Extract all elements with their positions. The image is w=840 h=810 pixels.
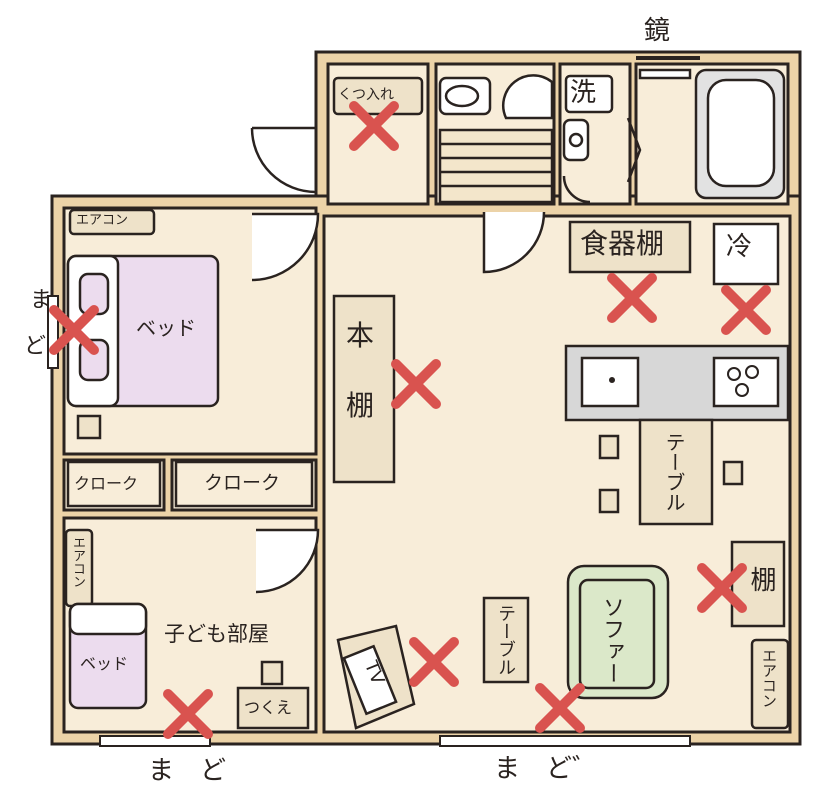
toilet [438, 74, 554, 120]
cross-mark-living-window [535, 683, 585, 733]
stove-burners [727, 365, 759, 397]
aircon-label-3: エアコン [760, 648, 778, 708]
chair-1 [598, 434, 620, 460]
window-label-bottom-1: ま ど [148, 756, 227, 786]
cross-mark-dish-shelf [607, 273, 657, 323]
living-table [482, 596, 530, 684]
living-table-label: テーブル [495, 604, 516, 676]
fridge [712, 222, 780, 286]
desk [236, 686, 310, 730]
window-label-left-2: ど [24, 334, 47, 359]
cross-mark-bookshelf [391, 359, 441, 409]
fridge-label: 冷 [726, 232, 753, 262]
sofa-label: ソファー [599, 596, 624, 684]
dining-table-label: テーブル [662, 432, 686, 512]
windows [47, 295, 691, 747]
closet-floor-2 [170, 458, 318, 512]
cross-mark-tv [409, 637, 459, 687]
dish-shelf-label: 食器棚 [580, 227, 665, 260]
closet-label-2: クローク [204, 472, 281, 494]
bed-main-label: ベッド [136, 316, 196, 340]
kids-room-door [255, 528, 320, 594]
counter-stove [712, 356, 780, 408]
dish-shelf [568, 220, 692, 274]
sofa [566, 564, 670, 700]
bathtub [638, 68, 786, 200]
cross-mark-side-shelf [697, 563, 747, 613]
dining-table [638, 418, 714, 526]
cross-mark-bedroom-window [49, 305, 99, 355]
wash-basin-box [564, 74, 614, 114]
bookshelf [332, 294, 396, 484]
aircon-label-1: エアコン [76, 213, 129, 228]
bookshelf-label-1: 本 [346, 319, 375, 352]
wash-label: 洗 [570, 78, 597, 108]
chair-2 [598, 488, 620, 514]
desk-label: つくえ [244, 698, 293, 717]
closet-label-1: クローク [74, 474, 139, 493]
shelf-label: 棚 [746, 566, 776, 592]
mirror-label: 鏡 [644, 16, 671, 46]
main-bed [66, 254, 220, 408]
bed-child-label: ベッド [80, 654, 129, 673]
bedroom-door [251, 212, 320, 282]
tv-stand [336, 624, 416, 730]
washroom-sink [562, 117, 642, 204]
aircon-box-3 [750, 638, 790, 730]
window-label-bottom-2: ま ど゛ [494, 754, 599, 784]
bedroom-stool [76, 414, 102, 440]
cross-mark-fridge [721, 285, 771, 335]
kids-room-label: 子ども部屋 [164, 622, 269, 646]
chair-3 [722, 460, 744, 486]
aircon-box-1 [68, 208, 156, 236]
cross-mark-kids-window [163, 689, 213, 739]
living-door [482, 211, 546, 274]
sink-drain [609, 377, 615, 383]
desk-chair [260, 660, 284, 686]
shoe-box-label: くつ入れ [338, 87, 394, 103]
kids-bed [68, 602, 148, 710]
closet-box-1 [66, 460, 162, 508]
bookshelf-label-2: 棚 [346, 389, 375, 422]
aircon-label-2: エアコン [70, 536, 85, 588]
stairs [438, 128, 554, 204]
cross-mark-entrance [349, 101, 399, 151]
entrance-door [250, 126, 317, 194]
window-label-left-1: ま [30, 288, 53, 313]
closet-floor-1 [62, 458, 166, 512]
closet-box-2 [174, 460, 314, 508]
